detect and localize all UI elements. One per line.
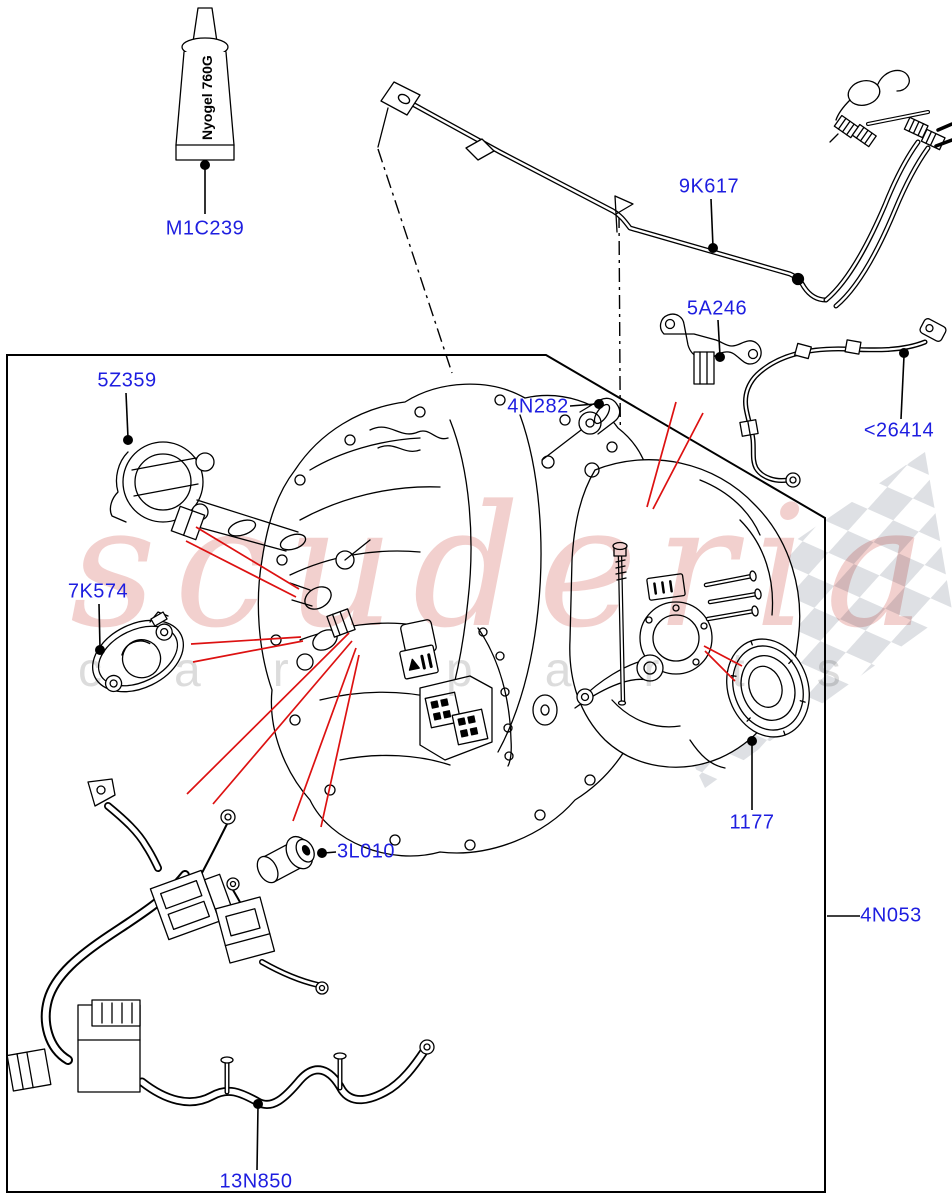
part-label-3l010[interactable]: 3L010 [336,840,396,863]
cable-drawing [739,318,947,488]
part-label-4n282[interactable]: 4N282 [507,395,569,418]
bracket-drawing [659,313,762,385]
harness-drawing [6,778,435,1109]
cover-plate-drawing [91,611,185,693]
part-label-7k574[interactable]: 7K574 [67,580,129,603]
part-label-5z359[interactable]: 5Z359 [97,369,157,392]
leader-lines [95,160,909,1171]
part-label-m1c239[interactable]: M1C239 [165,217,245,240]
part-label-26414[interactable]: <26414 [863,419,935,442]
pipe-assembly-drawing [377,69,952,309]
part-label-9k617[interactable]: 9K617 [678,175,740,198]
watermark-text: scuderia car parts [70,469,944,697]
bushing-and-bolt-drawing [578,397,628,706]
part-label-1177[interactable]: 1177 [729,811,775,834]
part-label-4n053[interactable]: 4N053 [860,904,922,927]
inset-box-border [6,354,826,1193]
sensor-drawing [109,441,307,552]
part-label-13n850[interactable]: 13N850 [219,1170,293,1193]
seal-drawing [726,638,810,738]
watermark-line1: scuderia [70,469,944,665]
tube-label-text: Nyogel 760G [199,55,215,140]
grease-tube-drawing [175,7,235,161]
watermark-line2: car parts [78,644,913,697]
plug-drawing [256,835,315,884]
part-label-5a246[interactable]: 5A246 [686,297,748,320]
red-callout-lines [185,401,743,828]
